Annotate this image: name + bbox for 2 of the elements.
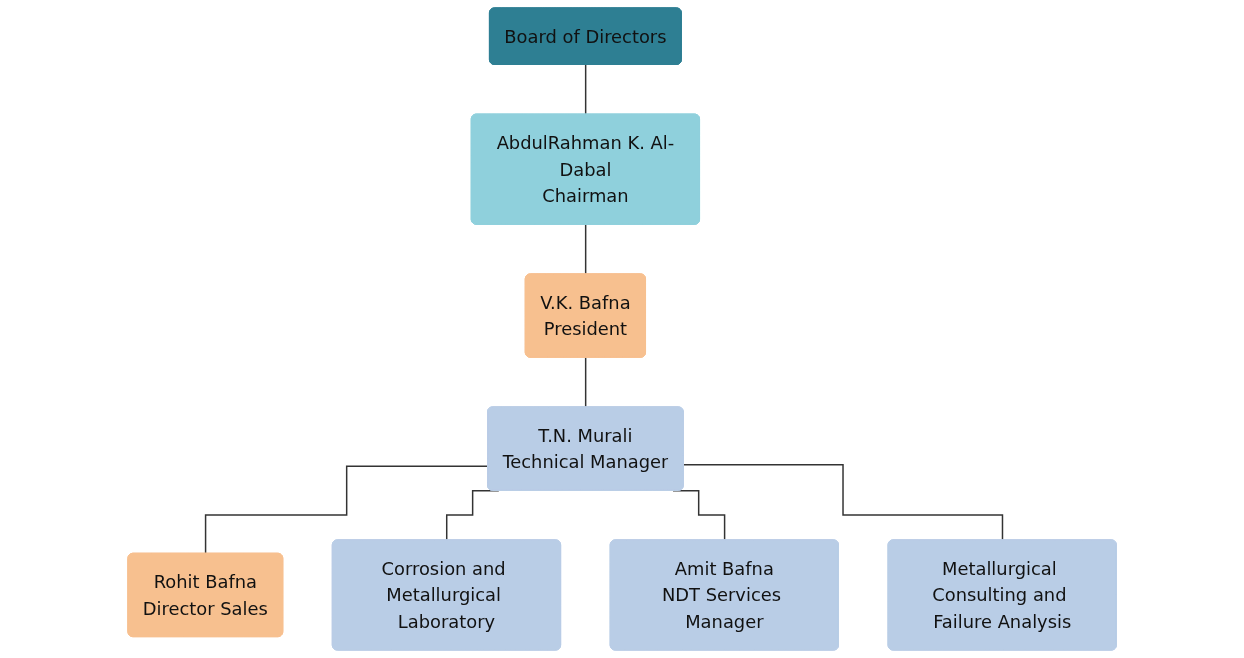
connector	[584, 64, 587, 116]
connector	[204, 465, 489, 555]
